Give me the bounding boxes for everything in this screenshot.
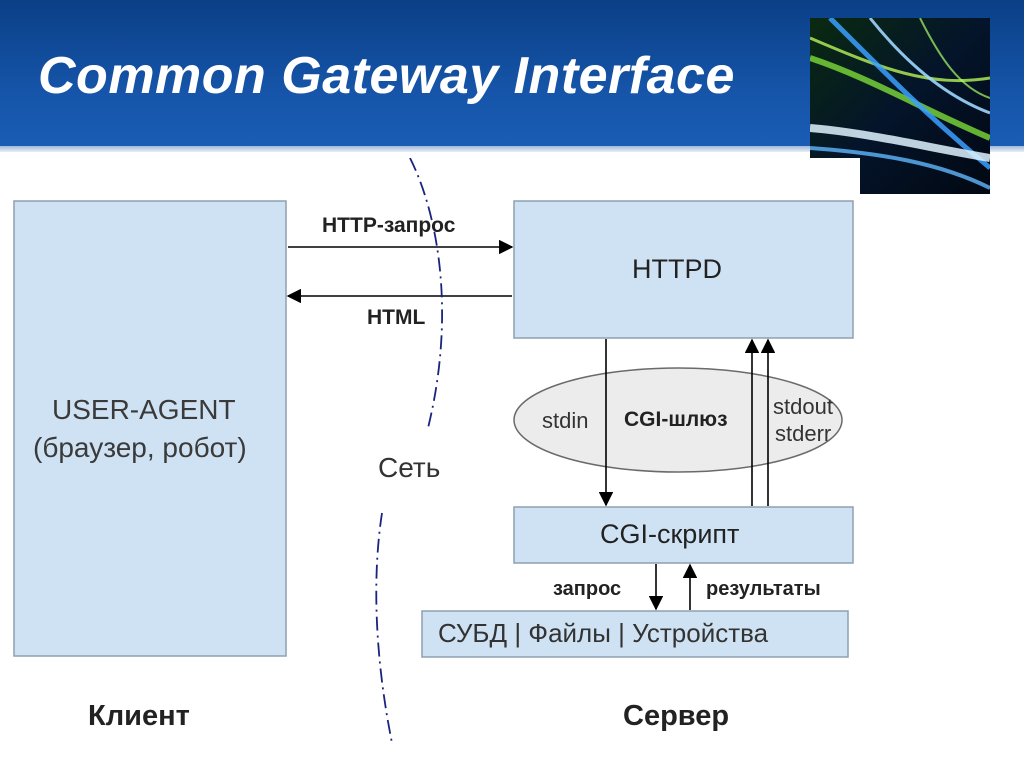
html-label: HTML bbox=[367, 306, 426, 329]
http-request-label: HTTP-запрос bbox=[322, 214, 456, 237]
network-boundary-upper bbox=[409, 158, 443, 429]
cgi-gateway-label: CGI-шлюз bbox=[624, 408, 728, 431]
cgi-script-label: CGI-скрипт bbox=[600, 519, 740, 549]
client-label: Клиент bbox=[88, 700, 190, 732]
request-label: запрос bbox=[553, 578, 622, 600]
cgi-script-box bbox=[513, 506, 854, 564]
results-label: результаты bbox=[706, 578, 821, 600]
network-label: Сеть bbox=[378, 452, 441, 483]
network-boundary-lower bbox=[375, 512, 393, 744]
user-agent-sublabel: (браузер, робот) bbox=[33, 432, 247, 463]
server-label: Сервер bbox=[623, 700, 730, 732]
cgi-diagram bbox=[10, 158, 860, 762]
storage-label: СУБД | Файлы | Устройства bbox=[438, 618, 769, 648]
stdin-label: stdin bbox=[542, 408, 589, 433]
slide-title: Common Gateway Interface bbox=[38, 47, 735, 105]
stdout-label: stdout bbox=[773, 394, 833, 419]
httpd-box bbox=[513, 200, 854, 339]
header-divider bbox=[0, 146, 1024, 152]
storage-box bbox=[421, 610, 849, 658]
cgi-gateway-ellipse bbox=[513, 367, 843, 473]
user-agent-box bbox=[13, 200, 287, 657]
stderr-label: stderr bbox=[775, 421, 832, 446]
user-agent-label: USER-AGENT bbox=[52, 394, 236, 425]
httpd-label: HTTPD bbox=[632, 254, 722, 284]
